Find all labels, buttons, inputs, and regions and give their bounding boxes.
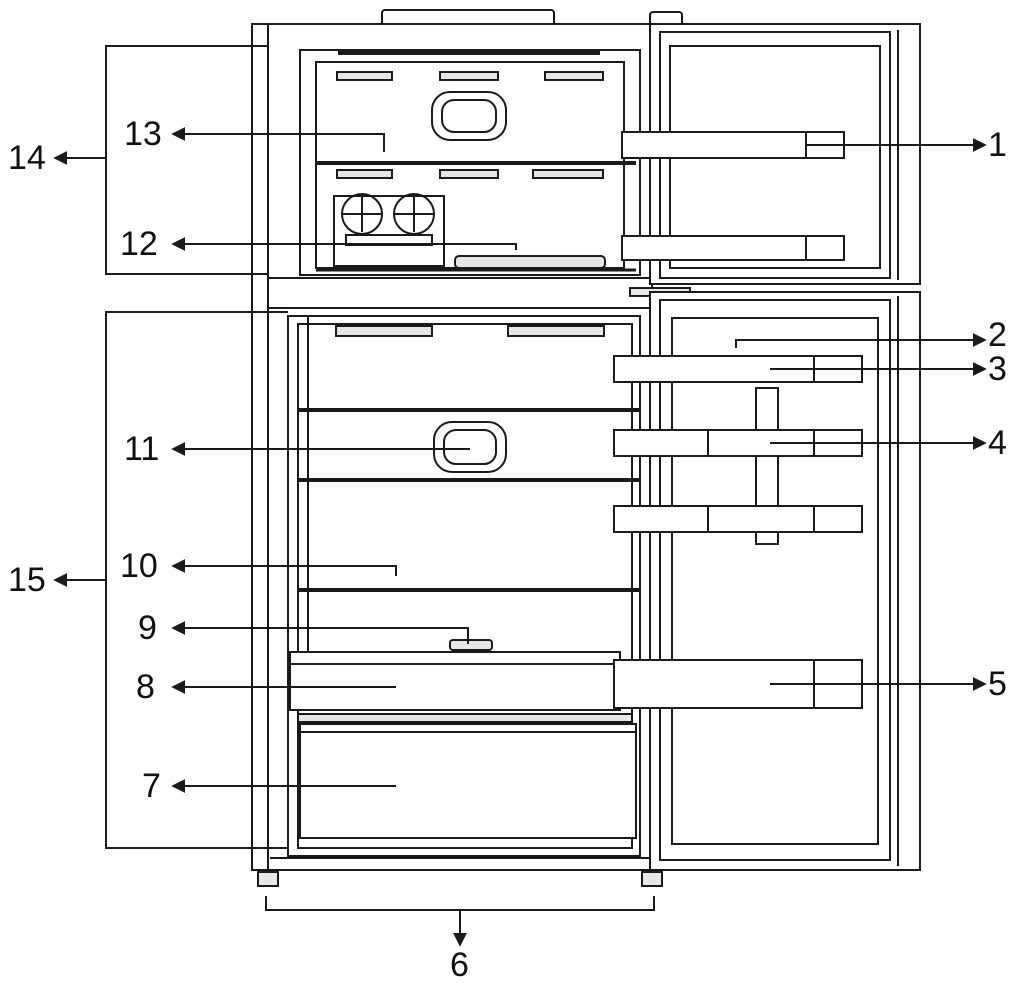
foot-right [641,871,663,887]
callout-13: 13 [124,115,162,153]
bracket-14 [105,45,268,275]
compartment-divider [267,277,653,309]
chiller-drawer [289,651,621,711]
callout-3: 3 [988,350,1007,388]
crisper-drawer [299,723,637,839]
leader-10 [171,559,397,576]
callout-1: 1 [988,126,1007,164]
callout-8: 8 [136,668,155,706]
callout-10: 10 [120,547,158,585]
fridge-door [649,291,921,871]
callout-12: 12 [120,225,158,263]
leader-9 [171,621,469,644]
foot-left [257,871,279,887]
fridge-door-shelf-lower [613,505,863,533]
leader-13 [171,127,385,152]
leader-2 [735,333,987,348]
callout-11: 11 [124,430,160,468]
callout-7: 7 [142,767,161,805]
callout-2: 2 [988,316,1007,354]
callout-15: 15 [8,561,46,599]
freezer-light [431,91,507,141]
leader-12 [171,237,517,251]
callout-9: 9 [138,609,157,647]
callout-5: 5 [988,665,1007,703]
callout-4: 4 [988,424,1007,462]
drawer-control-knob [449,639,493,651]
bracket-6 [265,896,655,911]
ice-tray [454,255,606,269]
fridge-light-housing [433,421,507,473]
freezer-door-shelf-lower [621,235,845,261]
callout-6: 6 [450,946,469,984]
callout-14: 14 [8,139,46,177]
